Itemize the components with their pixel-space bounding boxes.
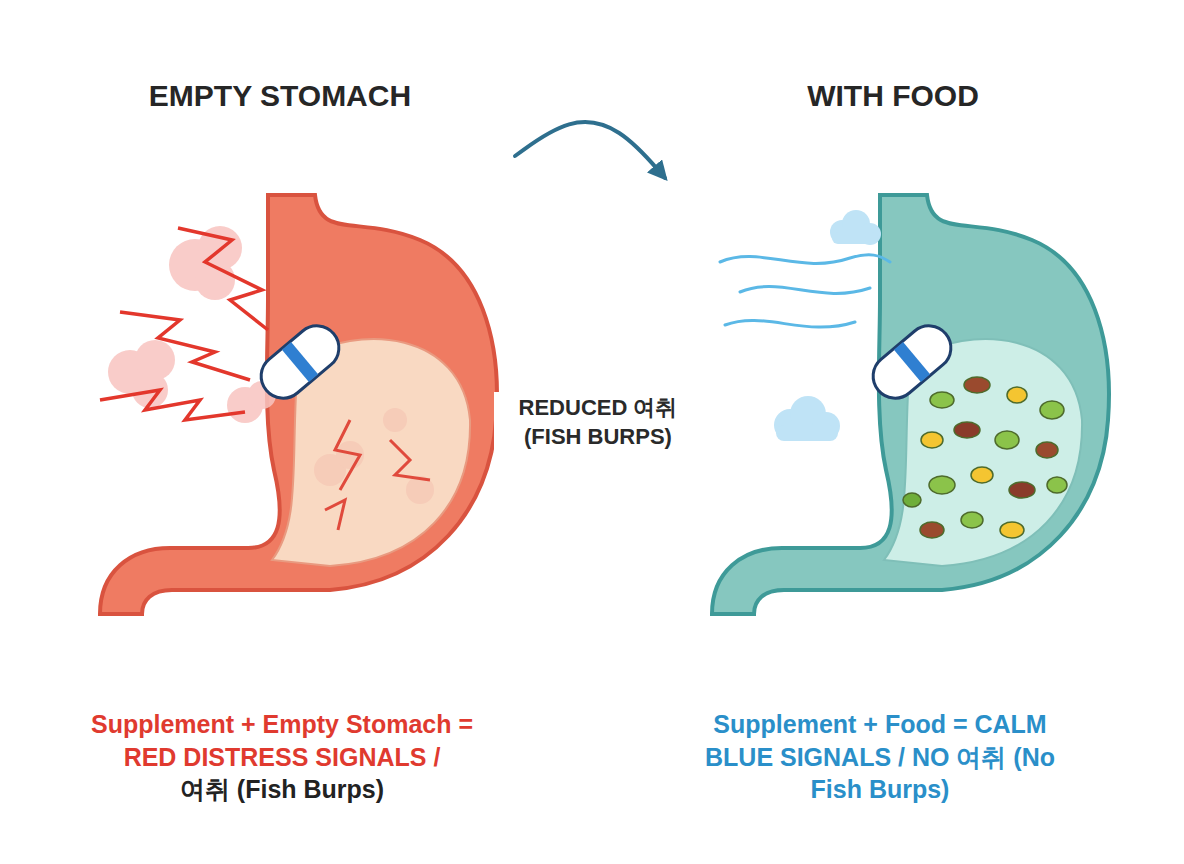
- panel-heading: WITH FOOD: [665, 78, 1121, 114]
- empty-stomach: [100, 195, 497, 614]
- stomach-panel: WITH FOOD: [665, 78, 1121, 618]
- panel-heading: EMPTY STOMACH: [90, 78, 470, 114]
- calm-clouds: [774, 210, 881, 441]
- fed-stomach: [712, 195, 1109, 614]
- caption-text: Supplement + Empty Stomach = RED DISTRES…: [67, 708, 497, 773]
- stomach-panel: EMPTY STOMACH: [90, 78, 515, 618]
- caption-text: Supplement + Food = CALM BLUE SIGNALS / …: [680, 708, 1080, 806]
- calm-signals: [720, 255, 890, 327]
- edge-label: REDUCED 여취 (FISH BURPS): [494, 392, 702, 453]
- caption-text: 여취 (Fish Burps): [67, 773, 497, 806]
- flow-arrow: [515, 122, 665, 178]
